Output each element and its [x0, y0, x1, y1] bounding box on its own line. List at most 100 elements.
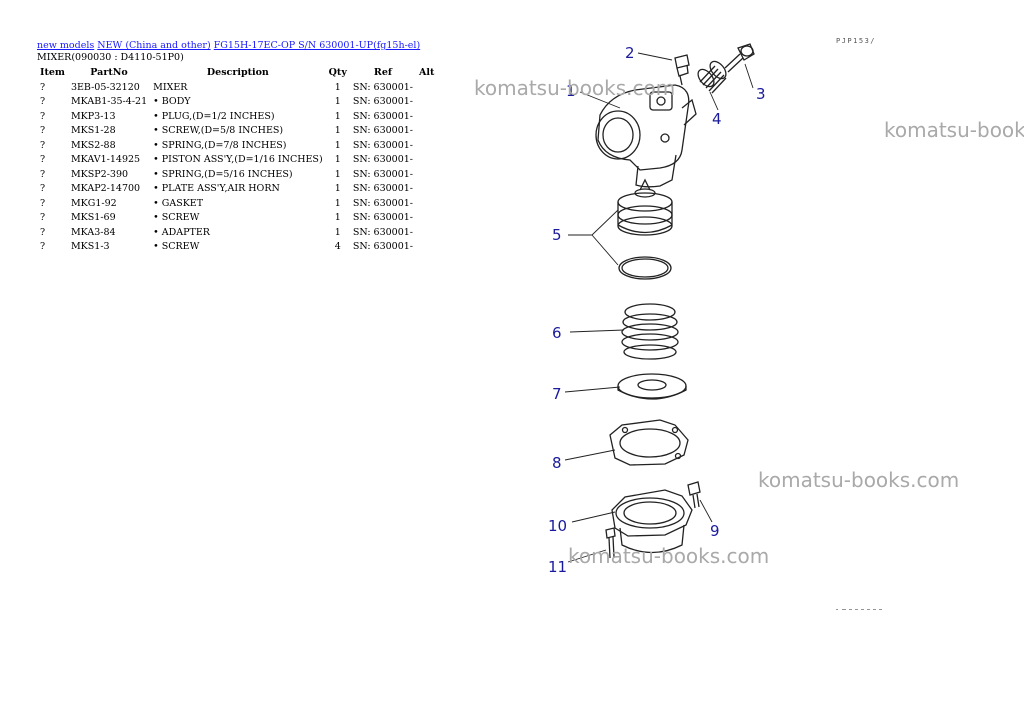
part-spring-4-drawing [697, 60, 727, 94]
corner-code: PJP153/ [836, 37, 876, 45]
callout-10: 10 [548, 517, 567, 535]
qty-cell: 1 [334, 168, 341, 180]
callout-3: 3 [756, 85, 766, 103]
alt-cell [416, 110, 437, 125]
item-cell: ? [40, 139, 46, 151]
description-cell: • ADAPTER [153, 226, 210, 238]
leader-lines [564, 52, 754, 563]
callout-11: 11 [548, 558, 567, 576]
callout-8: 8 [552, 454, 562, 472]
alt-cell [416, 95, 437, 110]
breadcrumb: new models NEW (China and other) FG15H-1… [37, 40, 437, 52]
qty-cell: 1 [334, 81, 341, 93]
alt-cell [416, 182, 437, 197]
item-cell: ? [40, 96, 46, 107]
table-row: ? MKP3-13 • PLUG,(D=1/2 INCHES) 1 SN: 630001… [37, 110, 437, 125]
item-cell: ? [40, 212, 46, 223]
table-header-row: Item PartNo Description Qty Ref Alt [37, 66, 437, 81]
ref-cell: SN: 630001- [352, 139, 414, 151]
partno-cell: MKAP2-14700 [70, 183, 141, 194]
part-plate-drawing [617, 373, 687, 400]
table-row: ? MKA3-84 • ADAPTER 1 SN: 630001- [37, 226, 437, 241]
item-cell: ? [40, 183, 46, 194]
part-plug-drawing [674, 54, 690, 86]
part-piston-drawing [617, 178, 673, 280]
qty-cell: 1 [334, 110, 341, 122]
item-cell: ? [40, 241, 46, 252]
description-cell: • GASKET [153, 197, 204, 209]
header-qty: Qty [328, 67, 347, 78]
header-description: Description [206, 67, 269, 78]
description-cell: • SCREW,(D=5/8 INCHES) [153, 125, 284, 136]
qty-cell: 1 [334, 197, 341, 209]
alt-cell [416, 168, 437, 183]
qty-cell: 1 [334, 139, 341, 151]
mixer-exploded-view: 1 2 3 4 5 6 7 8 9 10 11 PJP153/ [548, 37, 882, 610]
header-item: Item [40, 67, 65, 78]
part-gasket-drawing [609, 419, 689, 466]
breadcrumb-link-model[interactable]: FG15H-17EC-OP S/N 630001-UP(fg15h-el) [213, 40, 421, 51]
qty-cell: 1 [334, 154, 341, 165]
part-screw-3-drawing [724, 43, 755, 73]
callout-2: 2 [625, 44, 635, 62]
item-cell: ? [40, 154, 46, 165]
alt-cell [416, 226, 437, 241]
qty-cell: 1 [334, 125, 341, 136]
breadcrumb-link-new-models[interactable]: new models [37, 40, 95, 51]
alt-cell [416, 197, 437, 212]
alt-cell [416, 153, 437, 168]
callout-5: 5 [552, 226, 562, 244]
header-ref: Ref [373, 67, 392, 78]
ref-cell: SN: 630001- [352, 241, 414, 252]
ref-cell: SN: 630001- [352, 168, 414, 180]
ref-cell: SN: 630001- [352, 125, 414, 136]
parts-table: Item PartNo Description Qty Ref Alt ?3EB… [37, 66, 437, 255]
ref-cell: SN: 630001- [352, 226, 414, 238]
alt-cell [416, 81, 437, 96]
partno-cell: MKS1-69 [70, 212, 116, 223]
parts-list-panel: new models NEW (China and other) FG15H-1… [37, 40, 437, 255]
description-cell: • SCREW [153, 212, 200, 223]
page-title: MIXER(090030 : D4110-51P0) [37, 52, 184, 63]
callout-6: 6 [552, 324, 562, 342]
alt-cell [416, 124, 437, 139]
description-cell: • PLATE ASS'Y,AIR HORN [153, 183, 280, 194]
ref-cell: SN: 630001- [352, 154, 414, 165]
alt-cell [416, 139, 437, 154]
ref-cell: SN: 630001- [352, 110, 414, 122]
callout-7: 7 [552, 385, 562, 403]
qty-cell: 1 [334, 96, 341, 107]
part-adapter-drawing [611, 489, 693, 554]
item-cell: ? [40, 110, 46, 122]
alt-cell [416, 211, 437, 226]
partno-cell: MKAB1-35-4-21 [70, 96, 148, 107]
alt-cell [416, 240, 437, 255]
partno-cell: MKS1-3 [70, 241, 110, 252]
qty-cell: 1 [334, 212, 341, 223]
ref-cell: SN: 630001- [352, 183, 414, 194]
qty-cell: 1 [334, 226, 341, 238]
description-cell: • PLUG,(D=1/2 INCHES) [153, 110, 275, 122]
callout-4: 4 [712, 110, 722, 128]
partno-cell: 3EB-05-32120 [70, 81, 140, 93]
ref-cell: SN: 630001- [352, 212, 414, 223]
callout-9: 9 [710, 522, 720, 540]
part-screw-9-drawing [687, 481, 701, 509]
breadcrumb-link-new-china[interactable]: NEW (China and other) [97, 40, 211, 51]
item-cell: ? [40, 125, 46, 136]
ref-cell: SN: 630001- [352, 197, 414, 209]
item-cell: ? [40, 226, 46, 238]
partno-cell: MKP3-13 [70, 110, 116, 122]
partno-cell: MKSP2-390 [70, 168, 129, 180]
exploded-diagram: 1 2 3 4 5 6 7 8 9 10 11 PJP153/ [460, 30, 1024, 610]
partno-cell: MKAV1-14925 [70, 154, 141, 165]
qty-cell: 4 [334, 241, 341, 252]
partno-cell: MKA3-84 [70, 226, 116, 238]
